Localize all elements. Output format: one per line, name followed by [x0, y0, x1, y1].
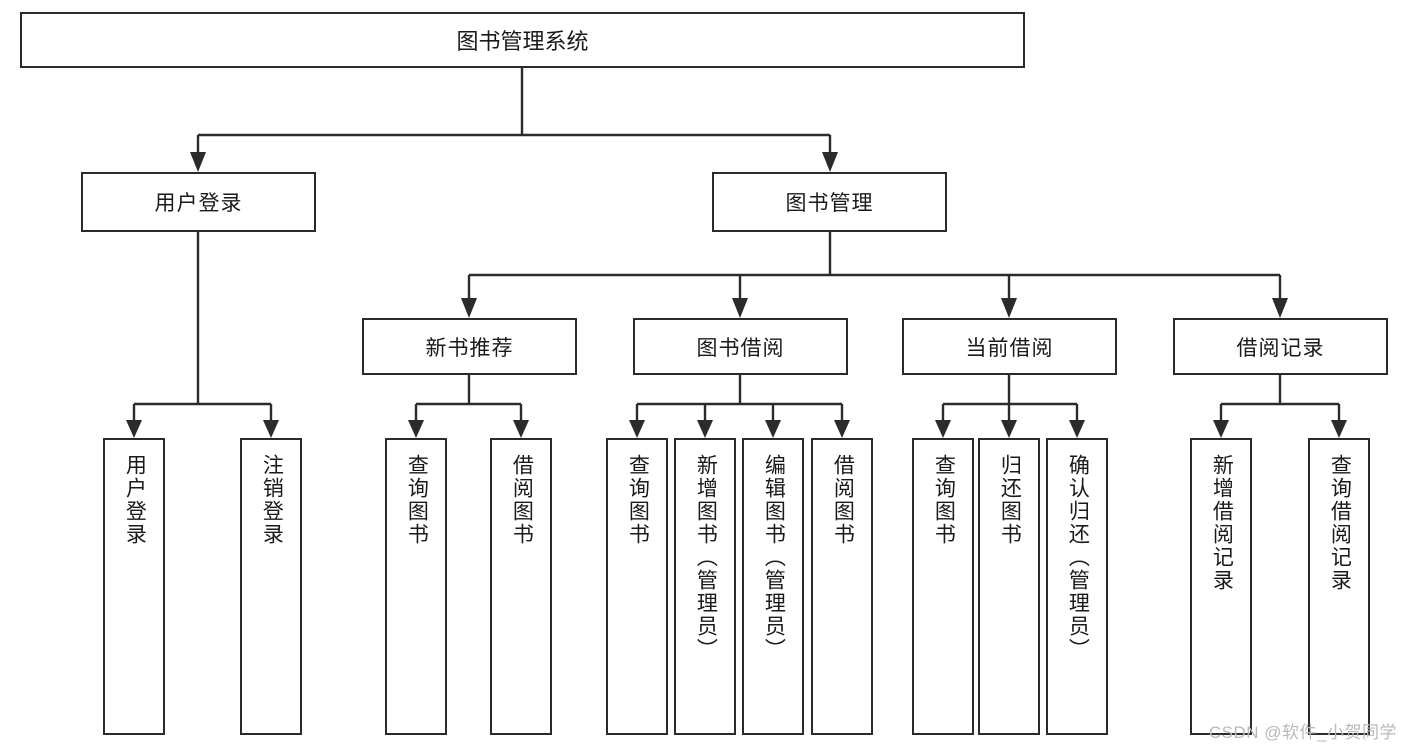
node-book-manage[interactable]: 图书管理 — [712, 172, 947, 232]
node-label: 查询图书 — [626, 454, 650, 546]
node-label: 图书管理系统 — [456, 29, 589, 54]
node-new-book-recommend[interactable]: 新书推荐 — [362, 318, 577, 375]
node-label: 借阅图书 — [831, 454, 855, 546]
node-label: 归还图书 — [998, 454, 1022, 546]
node-root-book-management-system[interactable]: 图书管理系统 — [20, 12, 1025, 68]
node-borrow-record[interactable]: 借阅记录 — [1173, 318, 1388, 375]
node-user-login[interactable]: 用户登录 — [81, 172, 316, 232]
node-label: 用户登录 — [123, 454, 147, 546]
leaf-borrow-book-borrow[interactable]: 借阅图书 — [811, 438, 873, 735]
node-label: 图书管理 — [785, 192, 874, 215]
node-label: 查询图书 — [932, 454, 956, 546]
node-label: 新书推荐 — [425, 336, 514, 360]
node-label: 借阅记录 — [1236, 336, 1325, 360]
leaf-borrow-book-new-recommend[interactable]: 借阅图书 — [490, 438, 552, 735]
node-label: 注销登录 — [260, 454, 284, 546]
leaf-query-book-new-recommend[interactable]: 查询图书 — [385, 438, 447, 735]
node-label: 编辑图书（管理员） — [762, 454, 786, 661]
node-label: 图书借阅 — [696, 336, 785, 360]
leaf-query-book-current[interactable]: 查询图书 — [912, 438, 974, 735]
leaf-edit-book-admin[interactable]: 编辑图书（管理员） — [742, 438, 804, 735]
node-label: 当前借阅 — [965, 336, 1054, 360]
watermark: CSDN @软件_小贺同学 — [1208, 723, 1397, 742]
leaf-confirm-return-admin[interactable]: 确认归还（管理员） — [1046, 438, 1108, 735]
leaf-query-book-borrow[interactable]: 查询图书 — [606, 438, 668, 735]
node-label: 新增借阅记录 — [1210, 454, 1234, 592]
node-label: 确认归还（管理员） — [1066, 454, 1090, 661]
node-label: 用户登录 — [154, 192, 243, 215]
node-label: 借阅图书 — [510, 454, 534, 546]
leaf-add-book-admin[interactable]: 新增图书（管理员） — [674, 438, 736, 735]
leaf-user-login[interactable]: 用户登录 — [103, 438, 165, 735]
node-book-borrow[interactable]: 图书借阅 — [633, 318, 848, 375]
leaf-add-borrow-record[interactable]: 新增借阅记录 — [1190, 438, 1252, 735]
node-current-borrow[interactable]: 当前借阅 — [902, 318, 1117, 375]
leaf-user-logout[interactable]: 注销登录 — [240, 438, 302, 735]
node-label: 查询图书 — [405, 454, 429, 546]
leaf-return-book[interactable]: 归还图书 — [978, 438, 1040, 735]
leaf-query-borrow-record[interactable]: 查询借阅记录 — [1308, 438, 1370, 735]
node-label: 查询借阅记录 — [1328, 454, 1352, 592]
node-label: 新增图书（管理员） — [694, 454, 718, 661]
